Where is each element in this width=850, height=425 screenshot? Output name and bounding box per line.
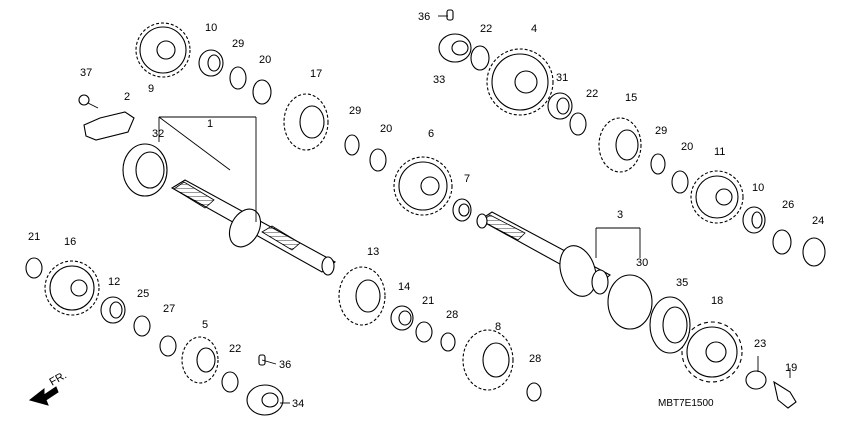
leader-lines <box>158 15 791 404</box>
callout: 36 <box>418 11 430 23</box>
callout: 22 <box>586 88 598 100</box>
callout: 4 <box>531 23 537 35</box>
callout: 17 <box>310 68 322 80</box>
callout: 10 <box>752 182 764 194</box>
callout: 20 <box>380 123 392 135</box>
callout-numbers: 9 10 29 20 17 37 2 1 32 29 20 6 7 36 22 … <box>28 11 824 410</box>
callout: 6 <box>428 128 434 140</box>
callout: 19 <box>785 362 797 374</box>
callout: 33 <box>433 74 445 86</box>
circlips <box>133 66 666 402</box>
callout: 15 <box>625 92 637 104</box>
callout: 32 <box>152 128 164 140</box>
callout: 22 <box>229 343 241 355</box>
gear-5 <box>181 336 219 384</box>
washers <box>25 45 826 393</box>
callout: 3 <box>617 209 623 221</box>
gear-17 <box>283 93 329 151</box>
bolt-37 <box>78 94 99 109</box>
callout: 5 <box>202 319 208 331</box>
callout: 7 <box>464 173 470 185</box>
front-arrow-icon: FR. <box>28 369 69 406</box>
bushing-33 <box>438 33 472 63</box>
gear-9 <box>135 22 191 78</box>
bushing-14 <box>390 305 414 331</box>
callout: 2 <box>124 91 130 103</box>
callout: 18 <box>711 295 723 307</box>
plate-2 <box>83 111 135 141</box>
callout: 20 <box>681 141 693 153</box>
callout: 21 <box>28 231 40 243</box>
callout: 29 <box>349 105 361 117</box>
diagram-code: MBT7E1500 <box>658 398 714 409</box>
bolt-19 <box>773 380 797 409</box>
front-label: FR. <box>48 369 69 388</box>
gear-6 <box>393 156 453 216</box>
gear-15 <box>598 117 642 173</box>
callout: 28 <box>529 353 541 365</box>
callout: 8 <box>495 321 501 333</box>
gear-4 <box>486 48 554 116</box>
callout: 29 <box>655 125 667 137</box>
callout: 24 <box>812 215 824 227</box>
bearing-32 <box>122 143 168 197</box>
bushing-34 <box>246 384 284 416</box>
callout: 23 <box>754 338 766 350</box>
gear-11 <box>690 170 744 224</box>
callout: 36 <box>279 359 291 371</box>
gear-16 <box>44 260 100 316</box>
callout: 20 <box>259 54 271 66</box>
callout: 25 <box>137 288 149 300</box>
callout: 29 <box>232 38 244 50</box>
gear-8 <box>462 329 514 391</box>
sprocket-18 <box>681 321 743 383</box>
callout: 16 <box>64 236 76 248</box>
callout: 1 <box>207 118 213 130</box>
callout: 37 <box>80 67 92 79</box>
countershaft <box>476 211 611 297</box>
callout: 11 <box>714 146 725 158</box>
bearing-35 <box>649 296 691 354</box>
callout: 9 <box>148 83 154 95</box>
needle-bearing-10b <box>742 206 766 234</box>
needle-bearing-12 <box>100 296 126 324</box>
needle-bearing-10 <box>198 49 224 77</box>
needle-bearing-31 <box>547 92 573 120</box>
callout: 26 <box>782 199 794 211</box>
callout: 22 <box>480 23 492 35</box>
mainshaft <box>170 179 337 276</box>
callout: 35 <box>676 277 688 289</box>
callout: 34 <box>292 398 304 410</box>
bushing-7 <box>452 198 472 222</box>
gear-13 <box>338 266 386 326</box>
callout: 31 <box>556 72 568 84</box>
callout: 28 <box>446 309 458 321</box>
callout: 21 <box>422 295 434 307</box>
callout: 10 <box>205 22 217 34</box>
callout: 12 <box>108 276 120 288</box>
callout: 30 <box>636 257 648 269</box>
callout: 27 <box>163 303 175 315</box>
callout: 14 <box>398 281 410 293</box>
callout: 13 <box>367 246 379 258</box>
